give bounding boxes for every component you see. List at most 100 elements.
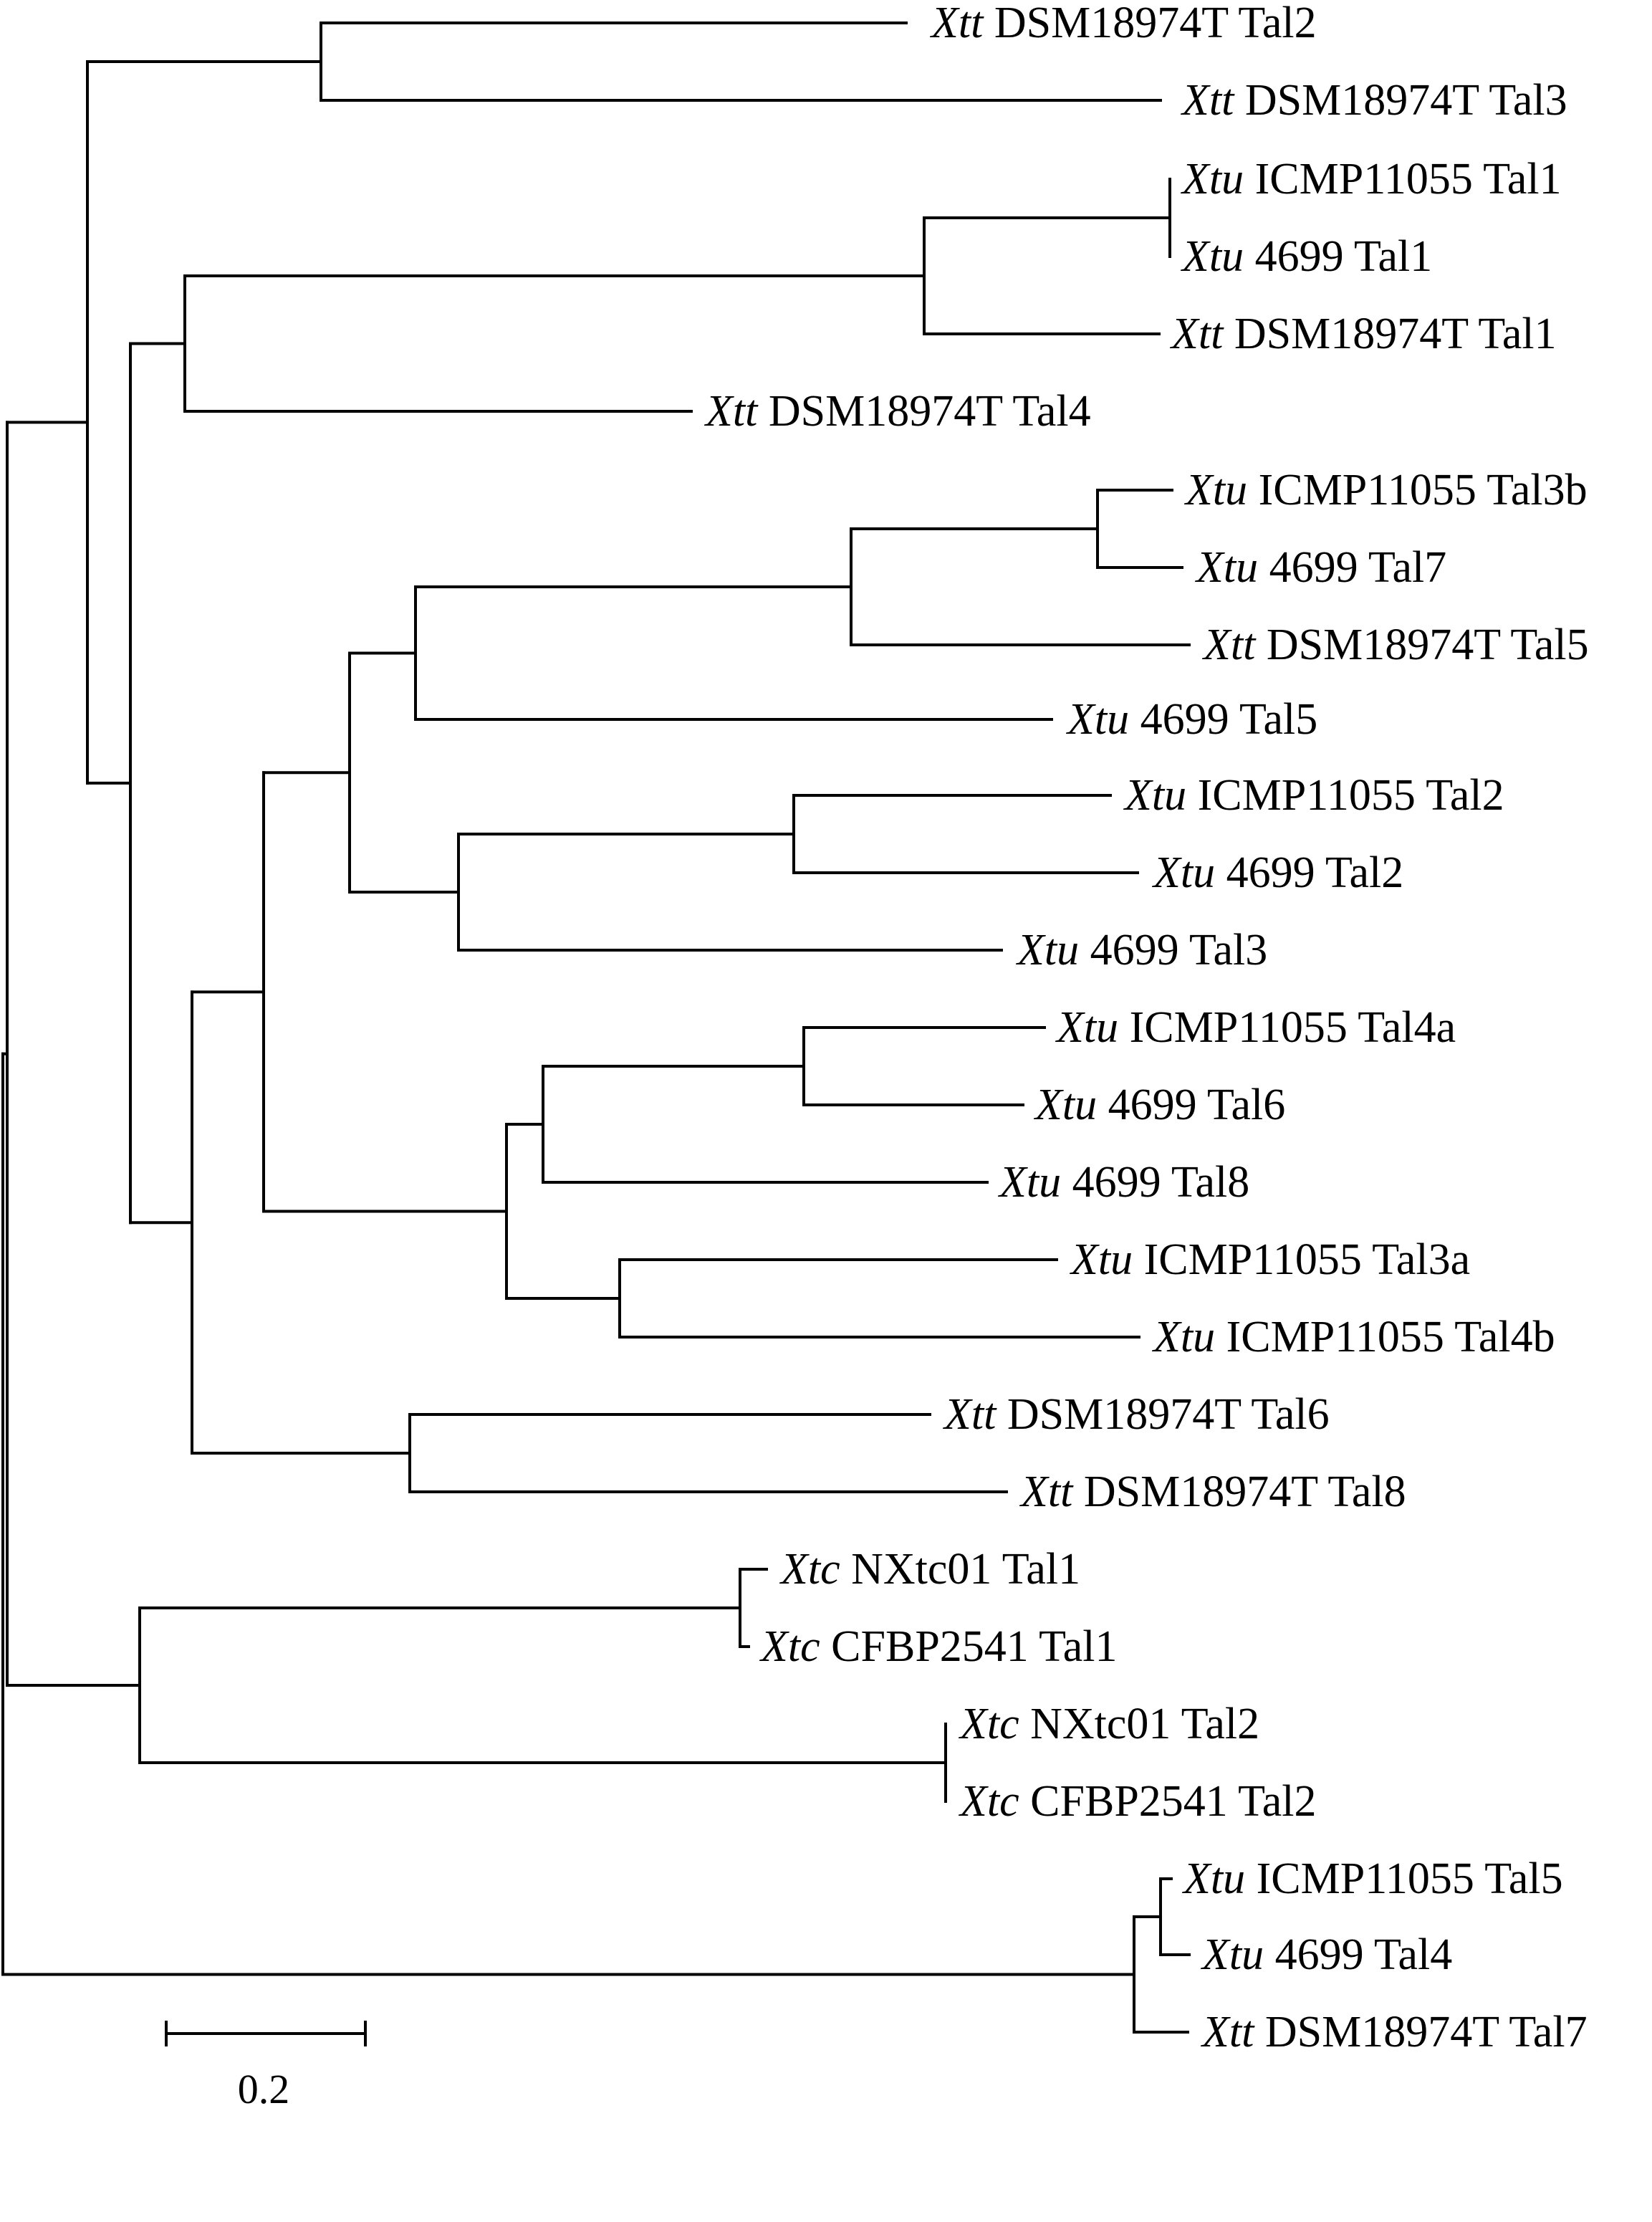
leaf-label-tu_4699_tal6: Xtu 4699 Tal6 (1033, 1081, 1285, 1129)
leaf-species: Xtu (1200, 1930, 1264, 1979)
leaf-label-tt_tal6: Xtt DSM18974T Tal6 (942, 1390, 1330, 1439)
leaf-species: Xtu (1183, 466, 1247, 514)
leaf-name: 4699 Tal4 (1275, 1930, 1453, 1979)
leaf-species: Xtu (1151, 1313, 1215, 1361)
leaf-name: DSM18974T Tal2 (994, 0, 1317, 47)
leaf-separator (1186, 771, 1198, 820)
leaf-separator (983, 0, 994, 47)
leaf-species: Xtt (703, 387, 759, 436)
leaf-species: Xtu (1180, 232, 1244, 281)
leaf-species: Xtu (997, 1158, 1061, 1207)
leaf-species: Xtu (1055, 1003, 1118, 1052)
leaf-name: 4699 Tal5 (1140, 695, 1318, 744)
leaf-separator (1245, 1854, 1257, 1903)
leaf-name: DSM18974T Tal8 (1084, 1467, 1406, 1516)
tree-branches (1, 21, 1191, 2034)
leaf-separator (1072, 1467, 1084, 1516)
leaf-name: CFBP2541 Tal2 (1030, 1777, 1316, 1826)
leaf-species: Xtt (1180, 76, 1235, 125)
leaf-species: Xtc (759, 1622, 820, 1671)
leaf-name: ICMP11055 Tal3a (1144, 1235, 1471, 1284)
leaf-name: 4699 Tal3 (1090, 926, 1268, 974)
leaf-label-tt_tal3: Xtt DSM18974T Tal3 (1180, 76, 1567, 125)
leaf-separator (996, 1390, 1007, 1439)
leaf-separator (1118, 1003, 1130, 1052)
leaf-label-tt_tal2: Xtt DSM18974T Tal2 (929, 0, 1317, 47)
leaf-name: ICMP11055 Tal4b (1226, 1313, 1555, 1361)
leaf-separator (1244, 155, 1255, 203)
leaf-label-tu_icmp_tal1: Xtu ICMP11055 Tal1 (1180, 155, 1562, 203)
leaf-separator (1097, 1081, 1108, 1129)
leaf-label-tu_4699_tal3: Xtu 4699 Tal3 (1015, 926, 1267, 974)
leaf-species: Xtt (929, 0, 984, 47)
leaf-separator (1223, 310, 1234, 358)
leaf-label-tu_icmp_tal4b: Xtu ICMP11055 Tal4b (1151, 1313, 1555, 1361)
leaf-separator (1215, 1313, 1226, 1361)
leaf-species: Xtc (779, 1545, 840, 1594)
leaf-separator (1019, 1777, 1031, 1826)
leaf-name: ICMP11055 Tal5 (1257, 1854, 1563, 1903)
leaf-label-tu_4699_tal1: Xtu 4699 Tal1 (1180, 232, 1432, 281)
leaf-label-tc_nxtc_tal2: Xtc NXtc01 Tal2 (958, 1700, 1259, 1748)
leaf-label-tu_icmp_tal2: Xtu ICMP11055 Tal2 (1123, 771, 1504, 820)
leaf-label-tu_icmp_tal3a: Xtu ICMP11055 Tal3a (1069, 1235, 1470, 1284)
scale-bar: 0.2 (165, 2021, 367, 2112)
leaf-species: Xtt (1169, 310, 1224, 358)
leaf-separator (820, 1622, 832, 1671)
leaf-species: Xtu (1065, 695, 1129, 744)
leaf-separator (1247, 466, 1259, 514)
leaf-label-tu_4699_tal8: Xtu 4699 Tal8 (997, 1158, 1249, 1207)
leaf-name: CFBP2541 Tal1 (831, 1622, 1117, 1671)
leaf-name: 4699 Tal2 (1226, 848, 1404, 897)
leaf-name: ICMP11055 Tal4a (1130, 1003, 1456, 1052)
leaf-separator (1129, 695, 1140, 744)
leaf-name: DSM18974T Tal1 (1234, 310, 1557, 358)
leaf-separator (1133, 1235, 1144, 1284)
leaf-label-tu_icmp_tal3b: Xtu ICMP11055 Tal3b (1183, 466, 1588, 514)
leaf-name: DSM18974T Tal4 (769, 387, 1091, 436)
leaf-label-tt_tal5: Xtt DSM18974T Tal5 (1201, 621, 1589, 669)
leaf-name: DSM18974T Tal5 (1267, 621, 1589, 669)
leaf-species: Xtu (1181, 1854, 1245, 1903)
leaf-species: Xtu (1069, 1235, 1133, 1284)
leaf-separator (1079, 926, 1090, 974)
leaf-label-tt_tal8: Xtt DSM18974T Tal8 (1019, 1467, 1406, 1516)
scale-bar-label: 0.2 (238, 2066, 290, 2112)
leaf-label-tu_4699_tal4: Xtu 4699 Tal4 (1200, 1930, 1452, 1979)
leaf-label-tu_icmp_tal4a: Xtu ICMP11055 Tal4a (1055, 1003, 1456, 1052)
leaf-species: Xtc (958, 1777, 1019, 1826)
leaf-species: Xtu (1151, 848, 1215, 897)
leaf-label-tc_cfbp_tal2: Xtc CFBP2541 Tal2 (958, 1777, 1316, 1826)
leaf-separator (1019, 1700, 1031, 1748)
leaf-species: Xtt (942, 1390, 997, 1439)
leaf-label-tt_tal1: Xtt DSM18974T Tal1 (1169, 310, 1557, 358)
leaf-label-tc_cfbp_tal1: Xtc CFBP2541 Tal1 (759, 1622, 1117, 1671)
leaf-name: 4699 Tal8 (1072, 1158, 1250, 1207)
leaf-name: ICMP11055 Tal2 (1198, 771, 1504, 820)
leaf-name: 4699 Tal7 (1269, 543, 1447, 592)
leaf-name: NXtc01 Tal2 (1030, 1700, 1259, 1748)
leaf-label-tu_4699_tal2: Xtu 4699 Tal2 (1151, 848, 1403, 897)
leaf-label-tu_4699_tal5: Xtu 4699 Tal5 (1065, 695, 1317, 744)
leaf-separator (1255, 621, 1267, 669)
leaf-species: Xtu (1015, 926, 1079, 974)
leaf-species: Xtu (1180, 155, 1244, 203)
leaf-species: Xtu (1033, 1081, 1097, 1129)
leaf-separator (1254, 2008, 1265, 2056)
leaf-separator (1215, 848, 1226, 897)
leaf-separator (757, 387, 769, 436)
leaf-name: DSM18974T Tal3 (1245, 76, 1567, 125)
leaf-name: 4699 Tal1 (1255, 232, 1433, 281)
leaf-species: Xtu (1123, 771, 1186, 820)
leaf-separator (1244, 232, 1255, 281)
leaf-name: 4699 Tal6 (1108, 1081, 1286, 1129)
leaf-species: Xtt (1200, 2008, 1255, 2056)
leaf-separator (1264, 1930, 1275, 1979)
leaf-separator (1061, 1158, 1072, 1207)
leaf-name: ICMP11055 Tal1 (1255, 155, 1562, 203)
leaf-name: NXtc01 Tal1 (851, 1545, 1080, 1594)
leaf-label-tt_tal7: Xtt DSM18974T Tal7 (1200, 2008, 1588, 2056)
leaf-label-tu_icmp_tal5: Xtu ICMP11055 Tal5 (1181, 1854, 1563, 1903)
